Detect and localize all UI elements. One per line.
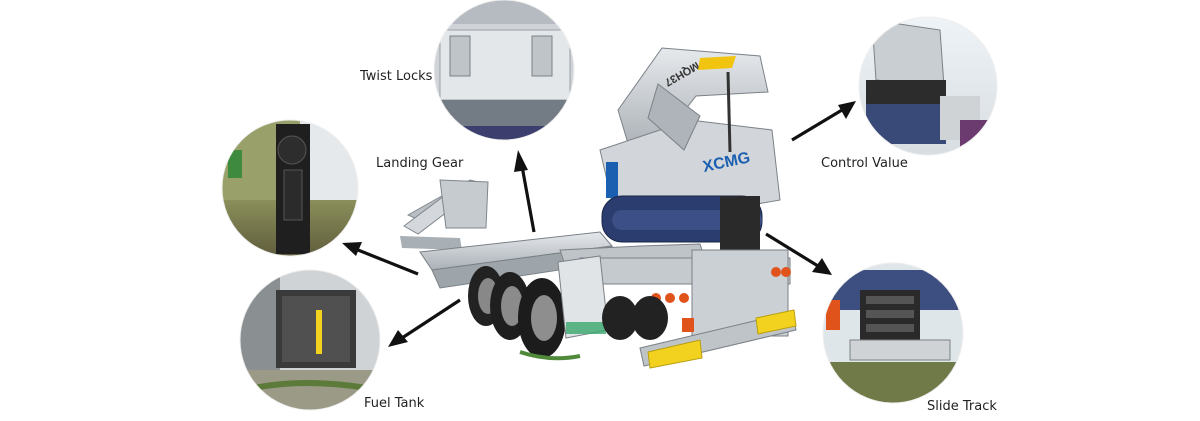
label-slide-track: Slide Track [927, 399, 997, 414]
slide-track-frame [822, 262, 964, 404]
landing-gear-frame [221, 119, 359, 257]
arrow-slide-track [765, 232, 832, 275]
fuel-tank-detail [240, 270, 380, 410]
arrow-landing-gear [342, 242, 419, 276]
fuel-tank-frame [239, 269, 381, 411]
arrow-twist-locks [514, 150, 536, 233]
label-twist-locks: Twist Locks [360, 69, 433, 84]
landing-gear-detail [222, 120, 358, 256]
label-fuel-tank: Fuel Tank [364, 396, 425, 411]
label-control-value: Control Value [821, 156, 908, 171]
arrow-fuel-tank [388, 298, 461, 347]
trailer-illustration: XCMG MQH37 [400, 47, 797, 369]
control-valve-frame [858, 16, 998, 156]
twist-locks-detail [434, 0, 574, 140]
front-crane [400, 179, 489, 250]
rear-crane-boom: XCMG MQH37 [599, 47, 781, 266]
slide-track-detail [823, 263, 963, 403]
rear-frame [639, 249, 797, 369]
callout-arrows [342, 101, 856, 347]
twist-locks-frame [433, 0, 575, 141]
label-landing-gear: Landing Gear [376, 156, 464, 171]
control-valve-detail [859, 17, 997, 155]
wheels [468, 255, 668, 361]
arrow-control-value [791, 101, 856, 142]
